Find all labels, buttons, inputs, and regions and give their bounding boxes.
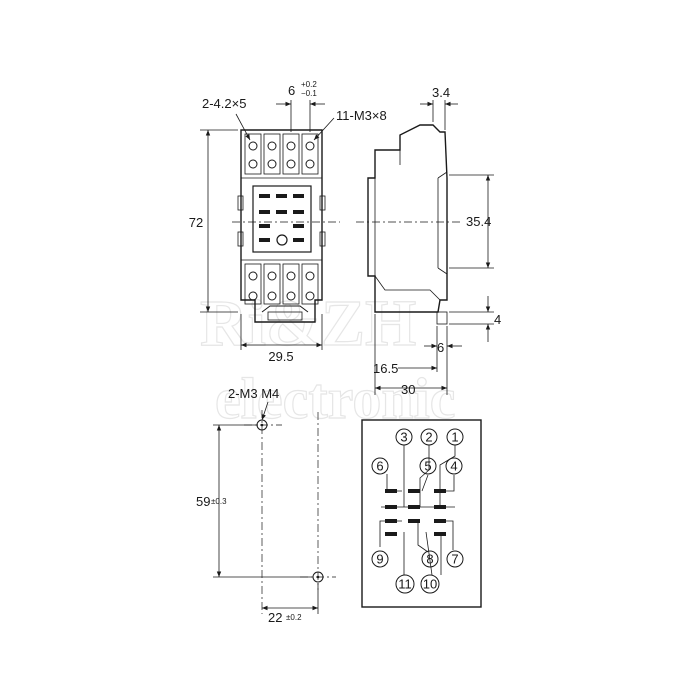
pin-5: 5 bbox=[419, 457, 437, 475]
pin-9: 9 bbox=[371, 550, 389, 568]
side-view-outline bbox=[367, 124, 448, 313]
pin-label: 1 bbox=[451, 430, 458, 445]
dim-mount-holes: 2-4.2×5 bbox=[202, 96, 246, 111]
dim-vertical-tol: ±0.3 bbox=[211, 497, 227, 506]
dim-rail-offset: 16.5 bbox=[373, 361, 398, 376]
pin-label: 10 bbox=[423, 577, 437, 592]
dim-terminals: 11-M3×8 bbox=[336, 108, 387, 123]
dim-foot-width: 6 bbox=[437, 340, 444, 355]
dim-top-thickness: 3.4 bbox=[432, 85, 450, 100]
dim-horizontal-tol: ±0.2 bbox=[286, 613, 302, 622]
middle-slots bbox=[259, 194, 304, 242]
dim-mount-thread: 2-M3 M4 bbox=[228, 386, 279, 401]
dim-horizontal: 22 bbox=[268, 610, 282, 625]
pin-label: 3 bbox=[400, 430, 407, 445]
dim-vertical: 59 bbox=[196, 494, 210, 509]
pin-label: 2 bbox=[425, 430, 432, 445]
relay-opening bbox=[252, 185, 312, 253]
dim-rail-height: 35.4 bbox=[466, 214, 491, 229]
pin-2: 2 bbox=[420, 428, 438, 446]
dim-depth: 30 bbox=[401, 382, 415, 397]
pin-11: 11 bbox=[395, 574, 415, 594]
dim-pitch-tol-plus: +0.2 bbox=[301, 80, 317, 89]
watermark: Ri&ZH electronic bbox=[199, 286, 456, 431]
pin-label: 5 bbox=[424, 459, 431, 474]
pin-label: 7 bbox=[451, 552, 458, 567]
dim-pitch-tol-minus: −0.1 bbox=[301, 89, 317, 98]
watermark-line1: Ri&ZH bbox=[200, 287, 416, 360]
pin-8: 8 bbox=[421, 550, 439, 568]
dim-foot-height: 4 bbox=[494, 312, 501, 327]
pin-3: 3 bbox=[395, 428, 413, 446]
pin-label: 8 bbox=[426, 552, 433, 567]
pin-label: 11 bbox=[398, 577, 412, 592]
pinout-view: 3 2 1 6 5 4 9 8 bbox=[361, 419, 482, 608]
pin-label: 6 bbox=[376, 459, 383, 474]
dim-height-72: 72 bbox=[189, 215, 203, 230]
pin-4: 4 bbox=[445, 457, 463, 475]
pin-label: 4 bbox=[450, 459, 457, 474]
pinout-outline bbox=[361, 419, 482, 608]
pinout-wiring bbox=[379, 445, 456, 576]
mount-view: 2-M3 M4 59 ±0.3 22 ±0.2 bbox=[196, 386, 336, 625]
pinout-contacts bbox=[385, 489, 446, 536]
top-view: 72 29.5 2-4.2×5 6 +0.2 −0.1 11-M3×8 bbox=[189, 80, 387, 364]
side-view: 3.4 35.4 4 6 16.5 30 bbox=[356, 85, 501, 397]
top-terminal-row bbox=[244, 133, 319, 175]
pin-10: 10 bbox=[420, 574, 440, 594]
bottom-terminal-row bbox=[244, 263, 319, 305]
top-view-outline bbox=[240, 129, 323, 323]
dim-width-29-5: 29.5 bbox=[268, 349, 293, 364]
pin-1: 1 bbox=[446, 428, 464, 446]
pin-label: 9 bbox=[376, 552, 383, 567]
pin-6: 6 bbox=[371, 457, 389, 475]
pin-7: 7 bbox=[446, 550, 464, 568]
dim-pitch: 6 bbox=[288, 83, 295, 98]
